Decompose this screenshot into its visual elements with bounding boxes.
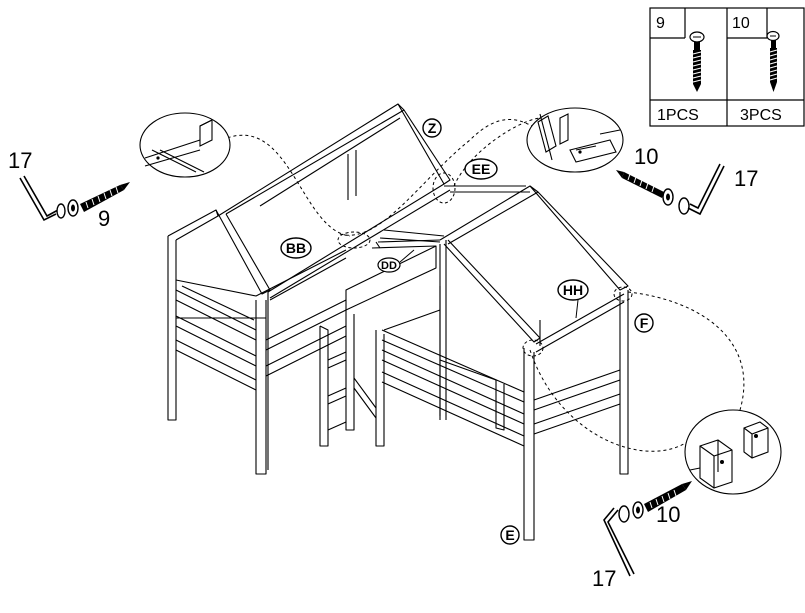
- part-9-quantity: 1PCS: [657, 107, 699, 124]
- part-label-e: E: [500, 525, 520, 545]
- parts-table: [649, 7, 805, 127]
- part-label-hh: HH: [557, 279, 589, 319]
- screw-icon: [56, 182, 130, 219]
- bottom-right-screw-label: 10: [656, 502, 680, 527]
- svg-text:EE: EE: [472, 161, 491, 177]
- part-label-z: Z: [422, 118, 442, 138]
- screw-icon: [616, 170, 690, 215]
- screw-short-icon: [689, 31, 705, 92]
- allen-key-icon: [687, 163, 725, 216]
- part-10-number: 10: [732, 15, 750, 32]
- top-right-screw-label: 10: [634, 144, 658, 169]
- leader-lines: [221, 117, 745, 452]
- svg-text:DD: DD: [381, 260, 397, 272]
- bottom-right-zoom-detail: [684, 409, 782, 495]
- svg-text:F: F: [640, 315, 649, 331]
- left-tool-label: 17: [8, 148, 32, 173]
- svg-text:BB: BB: [286, 240, 306, 256]
- svg-text:HH: HH: [563, 282, 583, 298]
- part-label-bb: BB: [280, 237, 312, 259]
- part-label-ee: EE: [464, 158, 498, 180]
- part-label-f: F: [634, 313, 654, 333]
- allen-key-icon: [19, 175, 59, 222]
- allen-key-icon: [603, 507, 635, 577]
- highlight-markers: [337, 172, 633, 357]
- bottom-right-tool-label: 17: [592, 566, 616, 591]
- top-right-zoom-detail: [526, 107, 624, 173]
- part-9-number: 9: [656, 15, 665, 32]
- part-label-dd: DD: [377, 249, 415, 273]
- top-right-tool-label: 17: [734, 166, 758, 191]
- part-10-quantity: 3PCS: [740, 107, 782, 124]
- svg-text:Z: Z: [428, 120, 437, 136]
- left-zoom-detail: [139, 112, 231, 178]
- bed-frame: [167, 103, 629, 541]
- screw-icon: [618, 481, 692, 523]
- left-screw-label: 9: [98, 206, 110, 231]
- svg-text:E: E: [505, 527, 514, 543]
- screw-long-icon: [766, 30, 780, 92]
